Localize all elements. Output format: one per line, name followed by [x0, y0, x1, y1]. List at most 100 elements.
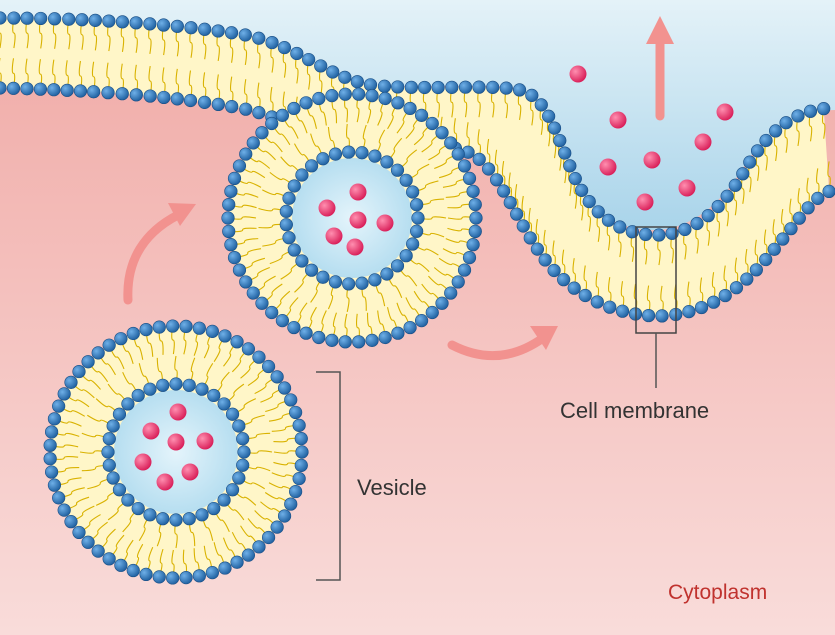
lipid-head-outer [265, 35, 279, 50]
free-vesicle-head-outer [114, 558, 128, 572]
lipid-head-inner [129, 88, 143, 102]
lipid-head-inner [682, 305, 696, 319]
free-vesicle-head-outer [192, 321, 206, 335]
fusing-vesicle-head-outer [325, 333, 339, 347]
lipid-head-outer [720, 189, 734, 203]
fusing-vesicle-head-outer [312, 330, 326, 345]
lipid-head-inner [642, 308, 656, 323]
fusing-vesicle-head-outer [325, 89, 339, 103]
free-vesicle-head-outer [294, 458, 308, 472]
lipid-head-inner [47, 83, 61, 97]
lipid-head-outer [690, 216, 704, 231]
lipid-head-outer [184, 21, 198, 35]
fusing-vesicle-head-outer [457, 263, 472, 277]
lipid-head-outer [769, 124, 783, 138]
cargo-molecule-icon [694, 133, 712, 151]
lipid-head-outer [102, 14, 116, 28]
free-vesicle-head-outer [284, 393, 298, 407]
lipid-head-inner [567, 281, 581, 295]
lipid-head-inner [73, 84, 88, 98]
lipid-head-inner [694, 300, 709, 315]
cargo-molecule-icon [169, 403, 187, 421]
lipid-head-outer [525, 88, 539, 102]
free-vesicle-head-outer [102, 338, 116, 352]
lipid-head-inner [183, 93, 198, 108]
lipid-head-inner [482, 162, 496, 176]
fusing-vesicle-head-outer [275, 314, 290, 328]
process-arrows [123, 16, 674, 361]
free-vesicle-head-outer [166, 319, 180, 333]
lipid-head-outer [143, 17, 157, 31]
membrane-core [0, 18, 830, 316]
fusing-vesicle-head-outer [457, 159, 472, 173]
lipid-head-outer [542, 109, 556, 123]
free-vesicle-head-inner [195, 508, 209, 522]
lipid-head-inner [718, 288, 732, 303]
lipid-head-inner [523, 231, 537, 245]
fusing-vesicle-head-outer [444, 136, 458, 150]
lipid-head-inner [20, 82, 34, 96]
fusing-vesicle-head-outer [224, 238, 238, 252]
fusing-vesicle-head-inner [287, 243, 301, 257]
free-vesicle-head-outer [114, 332, 128, 346]
fusing-vesicle-head-outer [232, 263, 247, 277]
free-vesicle-head-outer [292, 472, 306, 486]
free-vesicle-lumen [114, 390, 238, 514]
lipid-head-outer [302, 52, 316, 67]
lipid-head-inner [472, 152, 486, 166]
fusing-vesicle-head-inner [282, 231, 296, 245]
right-arrow-curve [447, 333, 548, 361]
fusing-vesicle-head-outer [265, 116, 279, 131]
free-vesicle-head-inner [169, 513, 183, 527]
lipid-head-inner [749, 263, 763, 277]
fusing-vesicle-head-inner [279, 204, 293, 218]
lipid-head-outer [558, 146, 572, 160]
free-vesicle-head-outer [252, 540, 266, 554]
cargo-molecules [134, 65, 734, 491]
cargo-molecule-icon [376, 214, 394, 232]
cargo-molecule-icon [599, 158, 617, 176]
fusing-vesicle-head-inner [316, 270, 330, 284]
fusing-vesicle-head-outer [255, 126, 269, 140]
lipid-head-outer [759, 133, 773, 148]
free-vesicle-head-outer [295, 445, 309, 459]
free-vesicle-head-outer [205, 566, 219, 580]
lipid-head-inner [198, 95, 212, 109]
free-vesicle-head-outer [294, 432, 308, 446]
lipid-head-outer [417, 80, 432, 95]
free-vesicle-head-outer [277, 509, 292, 523]
lipid-head-inner [615, 304, 630, 318]
free-vesicle-head-outer [91, 346, 105, 360]
lipid-head-inner [60, 83, 74, 97]
lipid-head-outer [7, 11, 21, 25]
fusing-vesicle-head-outer [425, 305, 439, 320]
fusing-vesicle-head-inner [287, 179, 301, 193]
fusing-vesicle-head-outer [299, 96, 313, 110]
fusing-vesicle-head-outer [239, 147, 253, 161]
extracellular-space [0, 0, 835, 231]
lipid-head-outer [512, 83, 527, 97]
free-vesicle-head-outer [292, 418, 306, 432]
fusing-vesicle-head-outer [414, 108, 429, 122]
cargo-molecule-icon [134, 453, 152, 471]
fusing-vesicle-head-outer [469, 211, 483, 225]
lipid-head-outer [404, 80, 418, 94]
fusing-vesicle-head-inner [368, 149, 382, 163]
fusing-vesicle-head-inner [328, 275, 343, 289]
free-vesicle-head-outer [230, 335, 244, 349]
lipid-head-outer [62, 12, 76, 26]
free-vesicle-head-inner [225, 407, 240, 421]
fusing-vesicle-head-outer [451, 147, 465, 161]
lipid-head-outer [652, 228, 666, 242]
fusing-vesicle-head-inner [406, 237, 420, 251]
lipid-head-inner [101, 86, 115, 100]
lipid-head-outer [568, 172, 582, 186]
free-vesicle-head-outer [52, 399, 66, 413]
lipid-head-outer [326, 65, 340, 79]
fusing-vesicle-head-outer [221, 211, 235, 225]
lipid-head-outer [314, 59, 328, 73]
cargo-molecule-icon [325, 227, 343, 245]
cargo-molecule-icon [196, 432, 214, 450]
lipid-head-outer [678, 222, 692, 237]
